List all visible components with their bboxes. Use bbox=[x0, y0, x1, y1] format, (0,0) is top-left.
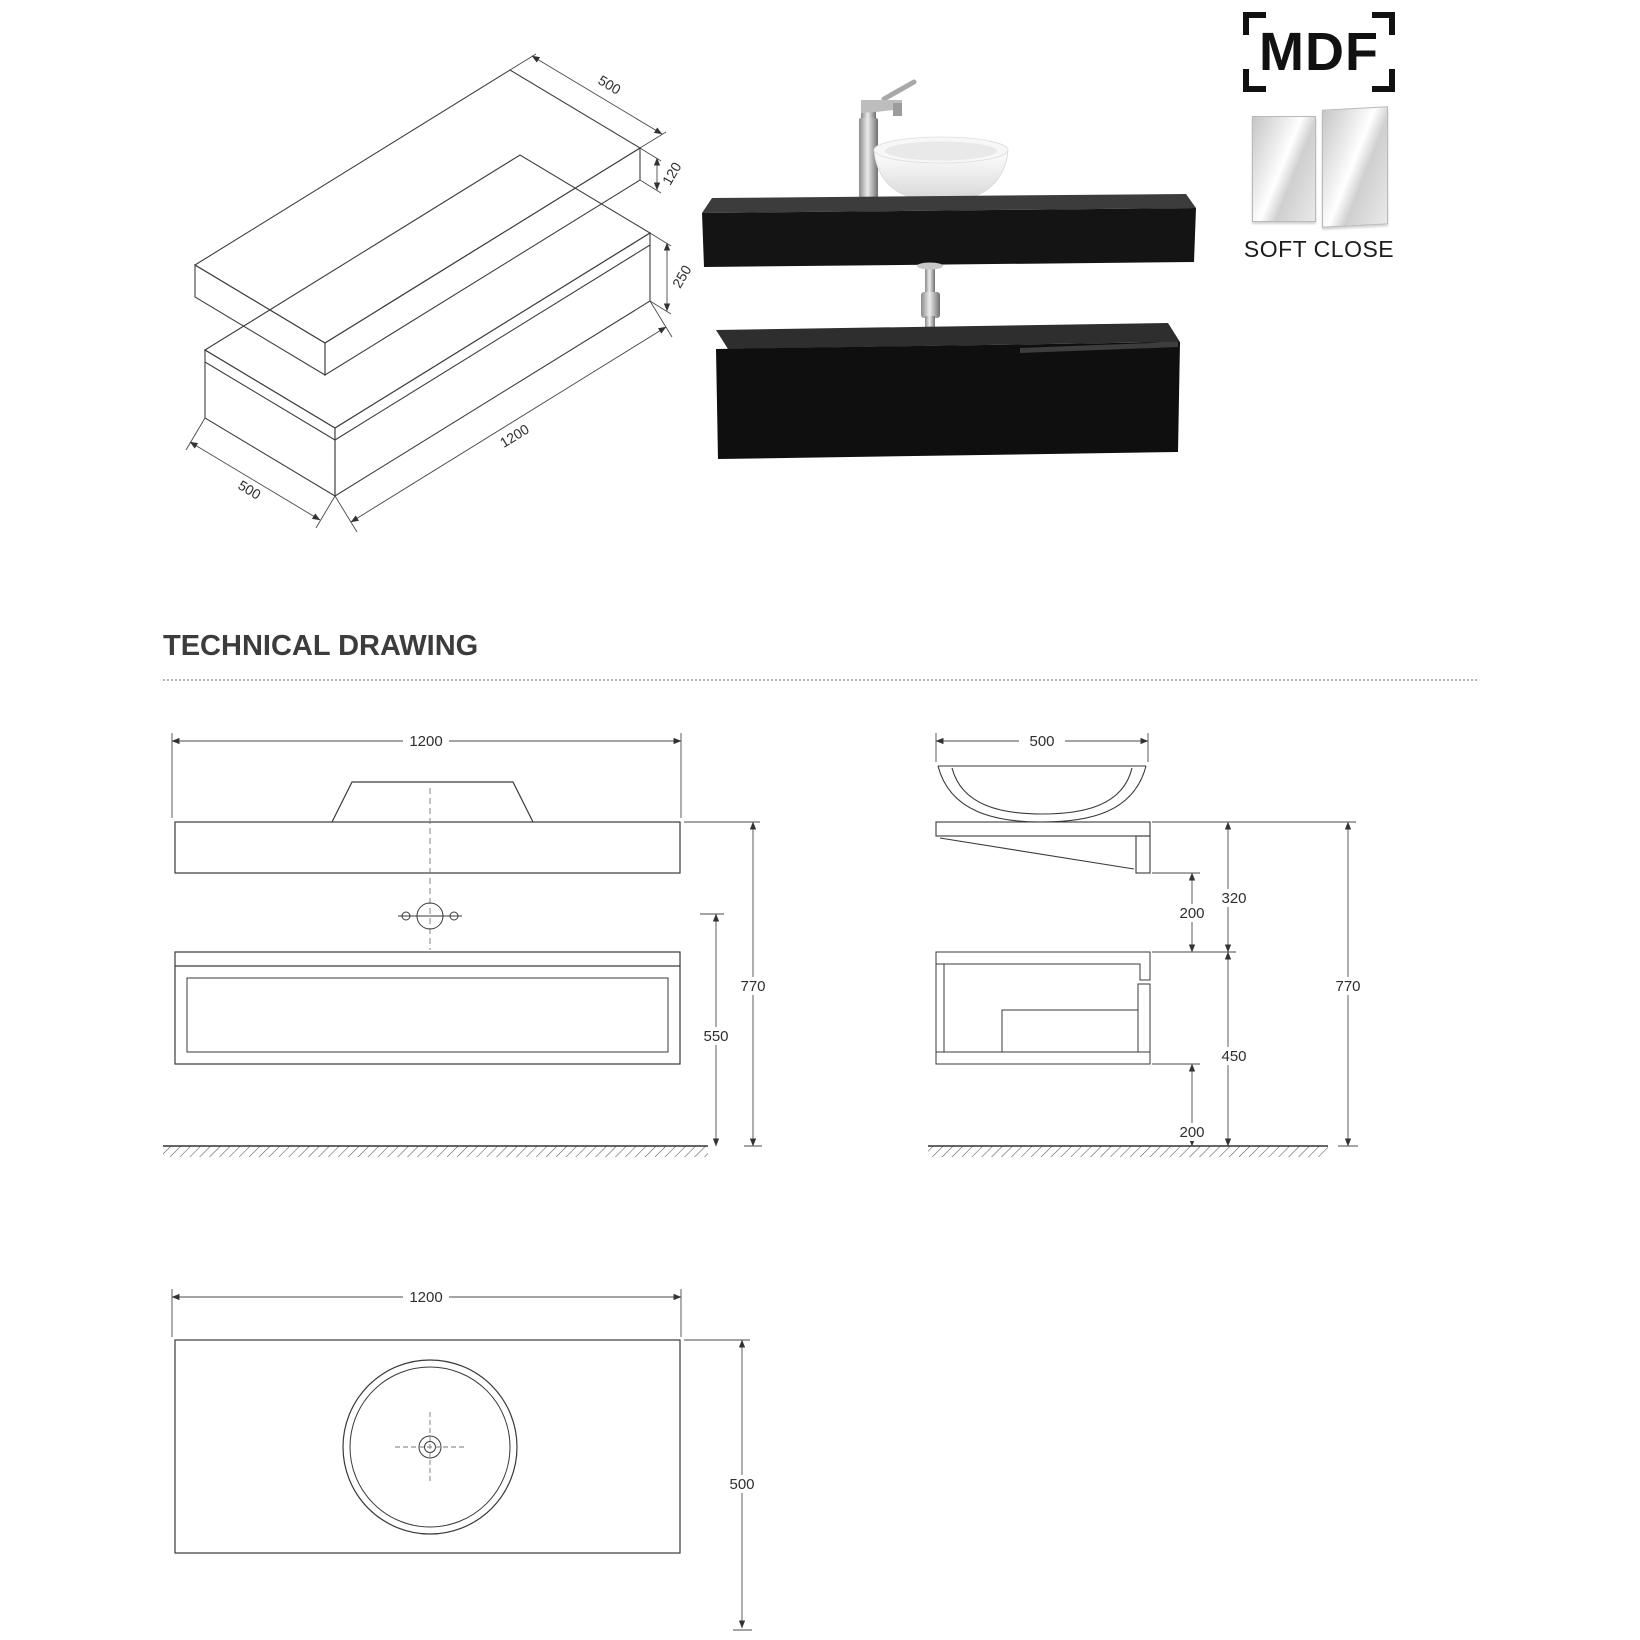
side-dim-depth: 500 bbox=[1029, 733, 1054, 750]
section-divider bbox=[163, 679, 1477, 681]
soft-close-doors-icon bbox=[1248, 106, 1394, 232]
section-title: TECHNICAL DRAWING bbox=[163, 630, 479, 662]
iso-cabinet-slab bbox=[203, 154, 652, 497]
side-elevation: 500 200 320 450 200 770 bbox=[928, 732, 1365, 1157]
front-sink-outline bbox=[331, 781, 534, 823]
front-cabinet bbox=[174, 951, 681, 1065]
plan-dim-width: 1200 bbox=[409, 1289, 442, 1306]
plan-view: 1200 500 bbox=[171, 1288, 759, 1631]
side-cabinet-section bbox=[935, 951, 1151, 1065]
faucet-icon bbox=[859, 79, 917, 198]
corner-mark-icon bbox=[1372, 69, 1395, 92]
corner-mark-icon bbox=[1243, 12, 1266, 35]
side-dim-320: 320 bbox=[1221, 890, 1246, 907]
iso-dim-cabinet-depth: 500 bbox=[235, 477, 263, 503]
side-sink-section bbox=[937, 765, 1147, 823]
door-panel-icon bbox=[1252, 116, 1316, 222]
front-elevation: 1200 550 770 bbox=[163, 732, 770, 1157]
faucet-hole-symbol bbox=[398, 902, 462, 930]
side-dim-gap-upper: 200 bbox=[1179, 905, 1204, 922]
plan-sink-inner bbox=[349, 1366, 511, 1528]
mdf-material-badge: MDF bbox=[1243, 12, 1395, 92]
plan-sink-outer bbox=[342, 1359, 518, 1535]
corner-mark-icon bbox=[1243, 69, 1266, 92]
iso-countertop-slab bbox=[193, 69, 642, 376]
plan-centerlines bbox=[395, 1412, 465, 1482]
floor-hatch-side bbox=[928, 1145, 1328, 1157]
iso-exploded-view: 500 120 250 1200 500 bbox=[185, 53, 695, 533]
vessel-sink-icon bbox=[873, 136, 1009, 199]
side-dim-770: 770 bbox=[1335, 978, 1360, 995]
side-countertop-section bbox=[935, 821, 1151, 874]
render-countertop bbox=[702, 194, 1196, 267]
render-cabinet bbox=[716, 323, 1180, 459]
iso-dim-top-depth: 500 bbox=[595, 72, 623, 98]
iso-dim-length: 1200 bbox=[497, 421, 532, 451]
front-dim-770: 770 bbox=[740, 978, 765, 995]
corner-mark-icon bbox=[1372, 12, 1395, 35]
iso-dimensions bbox=[185, 53, 673, 533]
front-dim-550: 550 bbox=[703, 1028, 728, 1045]
iso-dim-cabinet-height: 250 bbox=[669, 262, 695, 290]
iso-dim-top-thickness: 120 bbox=[659, 159, 685, 187]
front-countertop bbox=[174, 821, 681, 874]
plan-dim-depth: 500 bbox=[729, 1476, 754, 1493]
front-dim-width: 1200 bbox=[409, 733, 442, 750]
front-dimensions bbox=[171, 733, 762, 1147]
side-dimensions bbox=[935, 733, 1358, 1147]
side-dim-clearance: 200 bbox=[1179, 1124, 1204, 1141]
side-dim-450: 450 bbox=[1221, 1048, 1246, 1065]
plan-countertop bbox=[174, 1339, 681, 1554]
soft-close-label: SOFT CLOSE bbox=[1243, 236, 1395, 262]
product-render bbox=[702, 79, 1196, 459]
floor-hatch-front bbox=[163, 1145, 708, 1157]
mdf-label: MDF bbox=[1259, 22, 1379, 82]
